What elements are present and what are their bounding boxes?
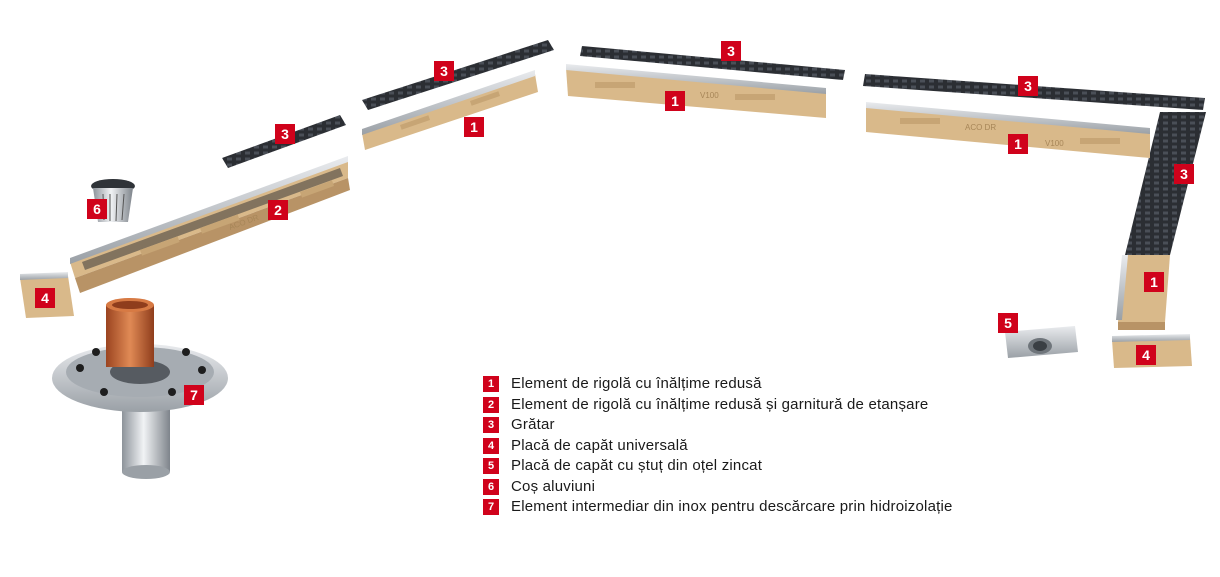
legend-label: Element intermediar din inox pentru desc…	[511, 498, 953, 515]
callout-7: 7	[184, 385, 204, 405]
legend-item: 6 Coș aluviuni	[483, 478, 1203, 499]
grate-top-middle	[580, 46, 845, 80]
legend-label: Grătar	[511, 416, 555, 433]
legend-badge: 6	[483, 478, 499, 495]
callout-3: 3	[275, 124, 295, 144]
legend-item: 2 Element de rigolă cu înălțime redusă ș…	[483, 396, 1203, 417]
legend-item: 1 Element de rigolă cu înălțime redusă	[483, 375, 1203, 396]
callout-3: 3	[721, 41, 741, 61]
callout-1: 1	[665, 91, 685, 111]
legend-badge: 4	[483, 437, 499, 454]
channel-element-top-right: ACO DR V100	[866, 102, 1150, 158]
legend-label: Element de rigolă cu înălțime redusă și …	[511, 395, 929, 413]
callout-1: 1	[464, 117, 484, 137]
channel-element-top-middle: V100	[566, 64, 826, 118]
legend-item: 5 Placă de capăt cu ștuț din oțel zincat	[483, 457, 1203, 478]
legend: 1 Element de rigolă cu înălțime redusă 2…	[483, 375, 1203, 519]
end-cap-with-spigot	[1005, 326, 1078, 358]
grate-top-left	[362, 40, 554, 110]
channel-engraving-mid: V100	[700, 91, 719, 100]
callout-4: 4	[1136, 345, 1156, 365]
long-channel-element: ACO DR	[70, 156, 350, 293]
grate-corner-vertical	[1125, 112, 1206, 255]
callout-3: 3	[1174, 164, 1194, 184]
callout-2: 2	[268, 200, 288, 220]
callout-3: 3	[434, 61, 454, 81]
legend-badge: 2	[483, 396, 499, 413]
legend-badge: 3	[483, 417, 499, 433]
channel-element-corner	[1116, 255, 1170, 330]
legend-item: 3 Grătar	[483, 416, 1203, 437]
channel-engraving-right: ACO DR	[965, 123, 996, 132]
legend-label: Element de rigolă cu înălțime redusă	[511, 375, 762, 392]
channel-element-top-left	[362, 70, 538, 150]
legend-badge: 1	[483, 376, 499, 392]
legend-label: Placă de capăt cu ștuț din oțel zincat	[511, 457, 763, 474]
legend-item: 4 Placă de capăt universală	[483, 437, 1203, 458]
callout-5: 5	[998, 313, 1018, 333]
legend-item: 7 Element intermediar din inox pentru de…	[483, 498, 1203, 519]
legend-label: Placă de capăt universală	[511, 436, 688, 454]
callout-3: 3	[1018, 76, 1038, 96]
callout-4: 4	[35, 288, 55, 308]
channel-engraving-right-class: V100	[1045, 139, 1064, 148]
legend-badge: 5	[483, 458, 499, 474]
callout-1: 1	[1144, 272, 1164, 292]
legend-label: Coș aluviuni	[511, 477, 596, 495]
legend-badge: 7	[483, 499, 499, 515]
callout-1: 1	[1008, 134, 1028, 154]
callout-6: 6	[87, 199, 107, 219]
